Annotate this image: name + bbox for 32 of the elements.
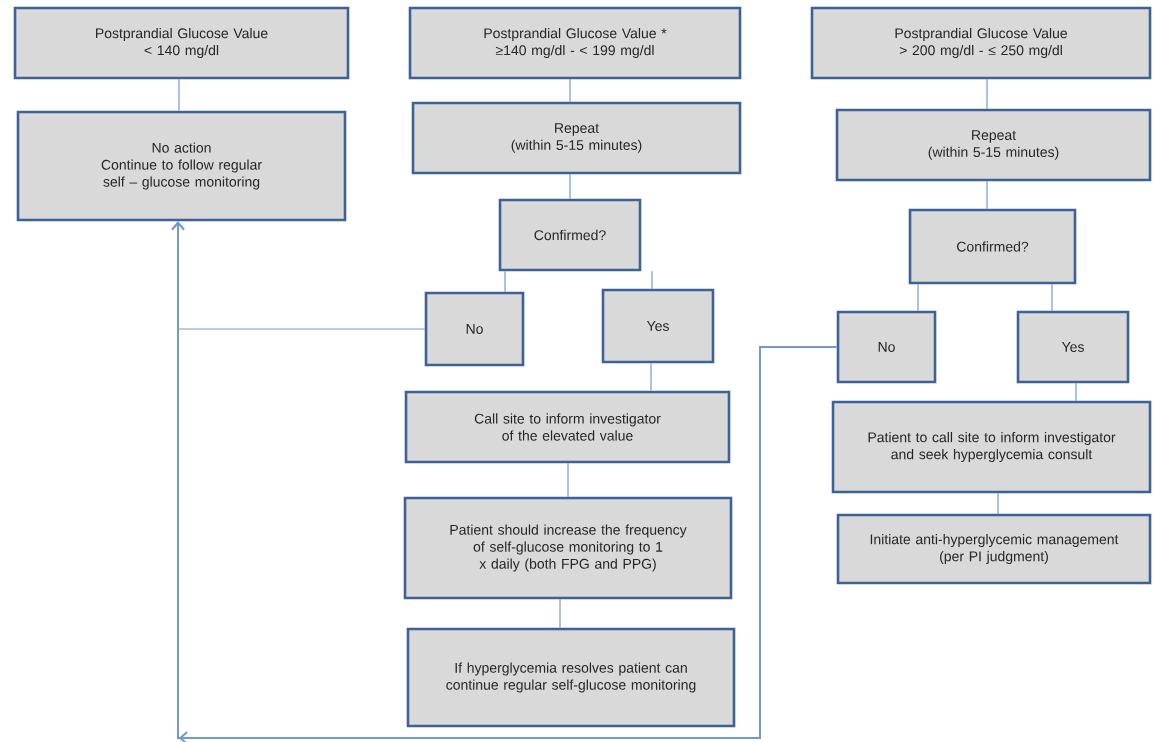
process-box: Yes bbox=[1016, 310, 1130, 384]
process-box: Postprandial Glucose Value > 200 mg/dl - ≤ 250 mg/dl bbox=[810, 6, 1152, 80]
process-box: Postprandial Glucose Value < 140 mg/dl bbox=[13, 6, 350, 80]
process-box: Repeat (within 5-15 minutes) bbox=[835, 108, 1152, 182]
connector bbox=[567, 462, 569, 498]
connector bbox=[504, 270, 506, 293]
process-box: Repeat (within 5-15 minutes) bbox=[411, 101, 742, 175]
connector bbox=[986, 180, 988, 210]
connector bbox=[997, 492, 999, 515]
connector bbox=[1051, 283, 1053, 312]
connector bbox=[1075, 382, 1077, 402]
connector bbox=[171, 221, 838, 742]
process-box: No action Continue to follow regular self – glucose monitoring bbox=[16, 110, 347, 222]
process-box: Postprandial Glucose Value * ≥140 mg/dl - < 199 mg/dl bbox=[408, 6, 742, 80]
process-box: Patient to call site to inform investigator and seek hyperglycemia consult bbox=[831, 400, 1152, 494]
connector bbox=[178, 78, 180, 112]
connector bbox=[986, 78, 988, 110]
connector bbox=[917, 283, 919, 312]
process-box: Confirmed? bbox=[498, 198, 642, 272]
process-box: Patient should increase the frequency of self-glucose monitoring to 1 x daily (both FPG and PPG) bbox=[403, 496, 733, 600]
connector bbox=[559, 598, 561, 629]
connector bbox=[651, 270, 653, 290]
process-box: Call site to inform investigator of the elevated value bbox=[404, 390, 731, 464]
process-box: No bbox=[424, 291, 525, 367]
connector bbox=[569, 173, 571, 200]
connector bbox=[650, 362, 652, 392]
process-box: Initiate anti-hyperglycemic management (per PI judgment) bbox=[836, 513, 1152, 585]
process-box: No bbox=[836, 310, 937, 384]
connector bbox=[569, 78, 571, 103]
process-box: Confirmed? bbox=[908, 208, 1077, 285]
process-box: If hyperglycemia resolves patient can continue regular self-glucose monitoring bbox=[406, 627, 736, 728]
process-box: Yes bbox=[601, 288, 715, 364]
